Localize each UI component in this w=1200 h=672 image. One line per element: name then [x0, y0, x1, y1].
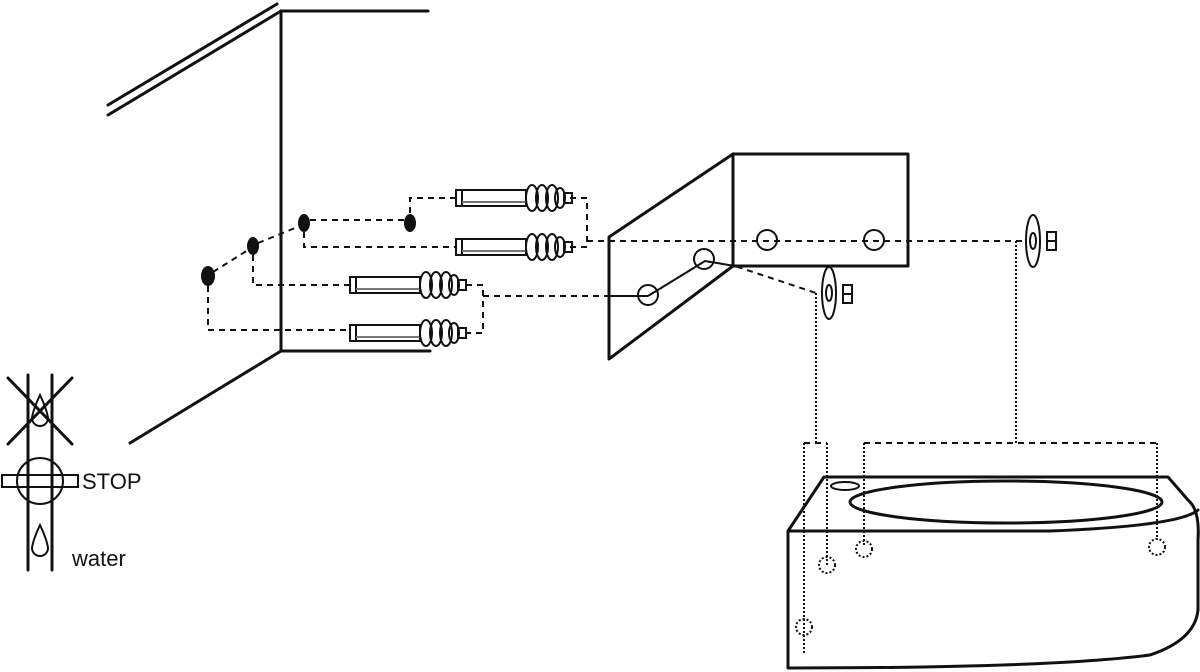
basin-mount-hole-4 — [1148, 538, 1166, 556]
mounting-bracket — [607, 152, 910, 361]
washer-nut-2 — [1025, 214, 1057, 268]
ceiling-edge-line-1 — [106, 2, 279, 107]
basin-body — [786, 475, 1200, 670]
anchor-bolt-1 — [455, 184, 573, 212]
valve-handle-icon — [1, 474, 79, 488]
washer-icon — [821, 266, 837, 320]
washer-nut-1 — [821, 266, 853, 320]
bracket-hole-1 — [637, 284, 659, 306]
floor-edge — [128, 349, 283, 445]
faucet-hole — [830, 481, 860, 491]
bracket-hole-4 — [863, 229, 885, 251]
anchor-bolt-4 — [349, 319, 467, 347]
cross-icon-stroke-2 — [6, 376, 74, 446]
basin-mount-hole-2 — [818, 556, 836, 574]
ceiling-edge-line-2 — [106, 9, 283, 117]
drill-hole-2 — [247, 237, 259, 255]
drill-hole-4 — [404, 214, 416, 232]
drill-holes — [201, 214, 416, 286]
stop-label: STOP — [82, 469, 142, 494]
guide-lines — [207, 197, 1158, 655]
water-drop-icon — [30, 522, 50, 557]
anchor-bolt-2 — [455, 233, 573, 261]
water-label: water — [71, 546, 126, 571]
drill-hole-1 — [201, 266, 215, 286]
anchor-bolts — [349, 184, 573, 347]
bracket-front-panel — [731, 152, 910, 268]
drill-hole-3 — [298, 214, 310, 232]
bracket-hole-3 — [756, 229, 778, 251]
basin-bowl — [848, 479, 1164, 525]
sink-basin — [786, 443, 1200, 670]
valve-icon — [16, 457, 64, 505]
anchor-bolt-3 — [349, 271, 467, 299]
bracket-hole-2 — [693, 248, 715, 270]
basin-mount-hole-3 — [855, 540, 873, 558]
basin-mount-hole-1 — [795, 618, 813, 636]
water-stop-legend: STOP water — [1, 373, 142, 572]
water-drop-icon-crossed — [30, 392, 50, 427]
wall — [106, 2, 432, 445]
washer-icon — [1025, 214, 1041, 268]
